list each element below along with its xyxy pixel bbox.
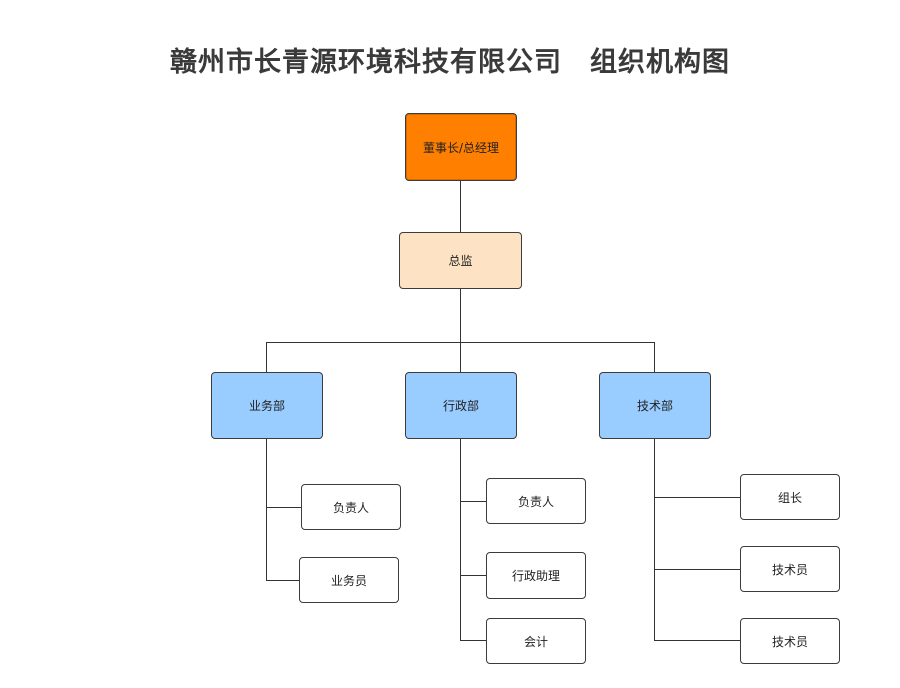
chairman-label: 董事长/总经理 (422, 140, 500, 155)
position-label: 组长 (777, 490, 802, 505)
department-label: 技术部 (636, 399, 673, 413)
chairman-node: 董事长/总经理 (405, 113, 517, 181)
position-node-sales-head: 负责人 (301, 484, 401, 530)
position-node-technician-2: 技术员 (740, 618, 840, 664)
position-label: 负责人 (332, 500, 369, 515)
department-node-tech: 技术部 (599, 372, 711, 439)
department-node-sales: 业务部 (211, 372, 323, 439)
director-label: 总监 (448, 254, 473, 268)
position-node-technician-1: 技术员 (740, 546, 840, 592)
director-node: 总监 (399, 232, 522, 289)
position-node-admin-head: 负责人 (486, 478, 586, 524)
position-label: 技术员 (771, 562, 808, 577)
position-label: 负责人 (517, 494, 554, 509)
position-label: 行政助理 (511, 569, 560, 583)
position-node-accountant: 会计 (486, 618, 586, 664)
department-label: 行政部 (442, 399, 479, 413)
position-node-admin-assistant: 行政助理 (486, 552, 586, 599)
department-node-admin: 行政部 (405, 372, 517, 439)
position-label: 会计 (523, 634, 548, 649)
position-label: 技术员 (771, 634, 808, 649)
chart-title: 赣州市长青源环境科技有限公司 组织机构图 (170, 47, 730, 78)
position-label: 业务员 (330, 573, 367, 588)
position-node-salesperson: 业务员 (299, 557, 399, 603)
position-node-team-leader: 组长 (740, 474, 840, 520)
department-label: 业务部 (248, 399, 285, 413)
